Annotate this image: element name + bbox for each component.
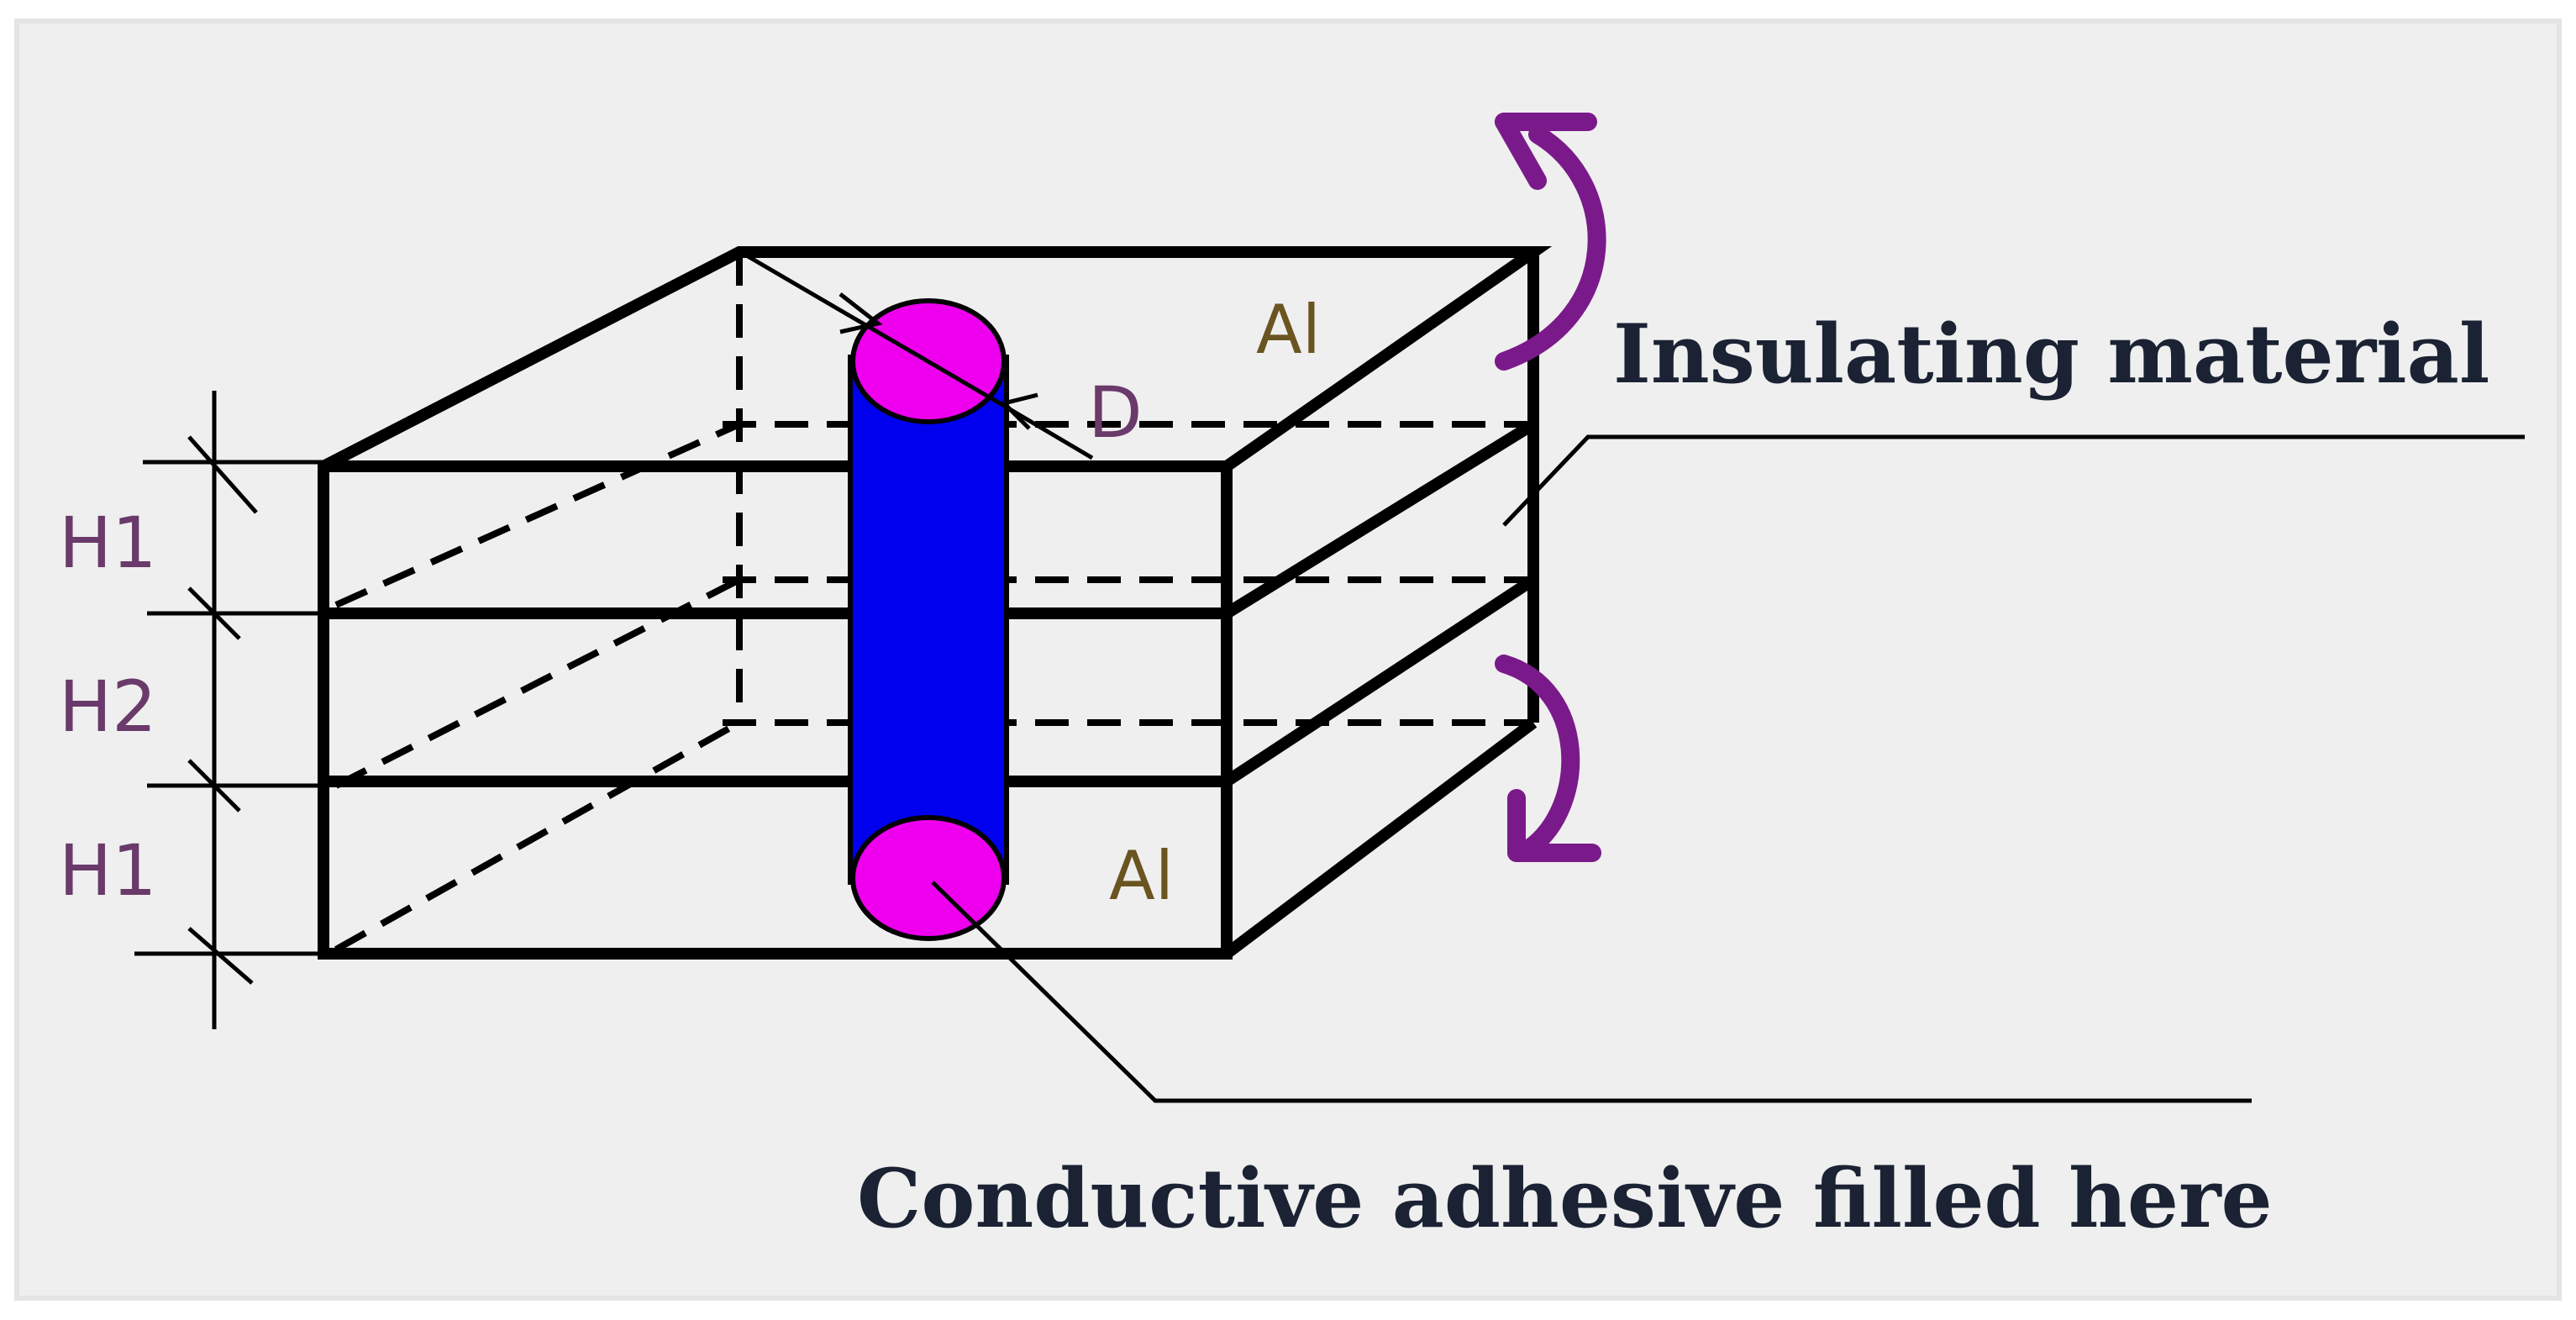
via-bottom-cap (850, 815, 1007, 941)
rotation-arrow-bottom (1495, 655, 1601, 862)
leader-lines (931, 434, 2525, 1103)
h2-label: H2 (59, 665, 157, 748)
diagram-panel (14, 18, 2562, 1301)
diameter-dimension (746, 254, 1094, 460)
conductive-adhesive-label: Conductive adhesive filled here (857, 1151, 2273, 1246)
via-hole (848, 298, 1009, 941)
insulating-material-label: Insulating material (1613, 307, 2489, 402)
bottom-al-label: Al (1109, 837, 1174, 915)
diameter-label: D (1088, 371, 1143, 454)
laminate-box (318, 246, 1553, 960)
rotation-arrow-top (1495, 113, 1606, 371)
height-dimensions (134, 391, 323, 1029)
h1-top-label: H1 (59, 502, 157, 584)
top-al-label: Al (1256, 291, 1321, 369)
via-barrel (848, 355, 1009, 885)
h1-bottom-label: H1 (59, 829, 157, 912)
